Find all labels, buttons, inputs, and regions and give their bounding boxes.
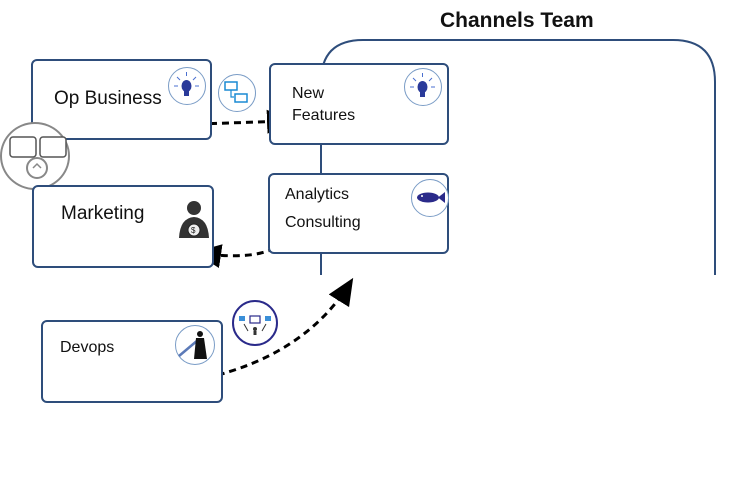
op-business-label: Op Business: [54, 88, 162, 109]
arrow-devops-to-team: [205, 277, 354, 380]
marketing-label: Marketing: [61, 203, 145, 224]
document-transfer-icon: [218, 74, 256, 112]
devops-label: Devops: [60, 339, 115, 356]
screens-cycle-icon: [0, 122, 70, 190]
fish-icon: [411, 179, 449, 217]
svg-text:$: $: [191, 226, 196, 235]
analytics-line1: Analytics: [285, 186, 350, 203]
new-features-line1: New: [292, 85, 325, 102]
network-people-icon: [232, 300, 278, 346]
analytics-line2: Consulting: [285, 214, 361, 231]
lightbulb-icon: [168, 67, 206, 105]
team-title: Channels Team: [440, 9, 594, 32]
businessman-money-icon: $: [179, 201, 209, 238]
person-sword-icon: [175, 325, 215, 365]
lightbulb-icon: [404, 68, 442, 106]
marketing-box: Marketing $: [32, 185, 214, 268]
new-features-line2: Features: [292, 107, 356, 124]
